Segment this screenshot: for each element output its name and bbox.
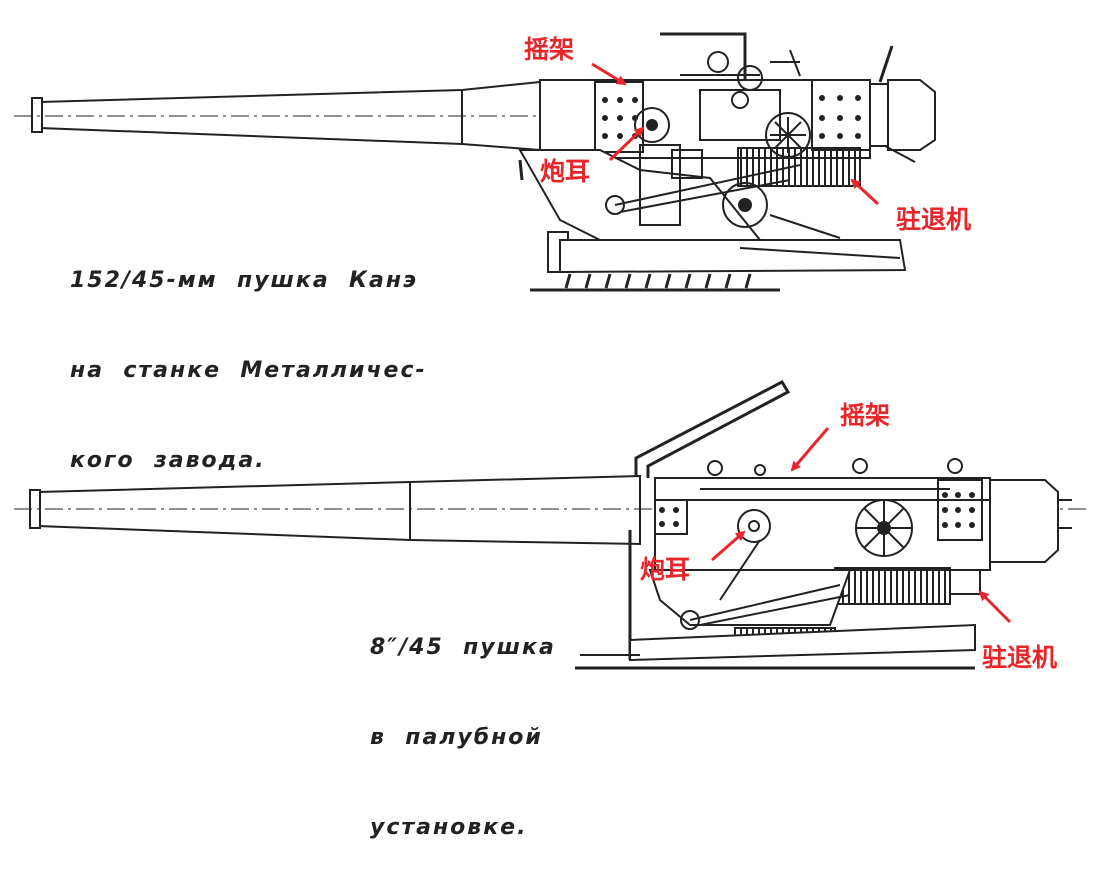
bottom-caption-line-1: 8″/45 пушка bbox=[370, 635, 556, 660]
bottom-trunnion-label: 炮耳 bbox=[640, 555, 691, 584]
bottom-caption-line-2: в палубной bbox=[370, 725, 543, 750]
bottom-caption-line-3: установке. bbox=[370, 815, 528, 840]
bottom-gun-arrows bbox=[711, 427, 1012, 624]
top-caption-line-3: кого завода. bbox=[70, 448, 266, 473]
bottom-cradle-label: 摇架 bbox=[840, 401, 891, 430]
gun-drawings bbox=[14, 32, 1090, 670]
bottom-recoil-label: 驻退机 bbox=[982, 643, 1058, 672]
top-gun-arrows bbox=[591, 62, 880, 206]
top-caption: 152/45-мм пушка Канэ на станке Металличе… bbox=[70, 206, 427, 506]
bottom-gun-drawing bbox=[14, 380, 1090, 670]
top-caption-line-1: 152/45-мм пушка Канэ bbox=[70, 268, 419, 293]
top-trunnion-label: 炮耳 bbox=[540, 157, 591, 186]
top-caption-line-2: на станке Металличес- bbox=[70, 358, 427, 383]
bottom-caption: 8″/45 пушка в палубной установке. bbox=[370, 573, 556, 873]
top-cradle-label: 摇架 bbox=[524, 35, 575, 64]
top-recoil-label: 驻退机 bbox=[896, 205, 972, 234]
diagram: 152/45-мм пушка Канэ на станке Металличе… bbox=[14, 32, 1090, 840]
